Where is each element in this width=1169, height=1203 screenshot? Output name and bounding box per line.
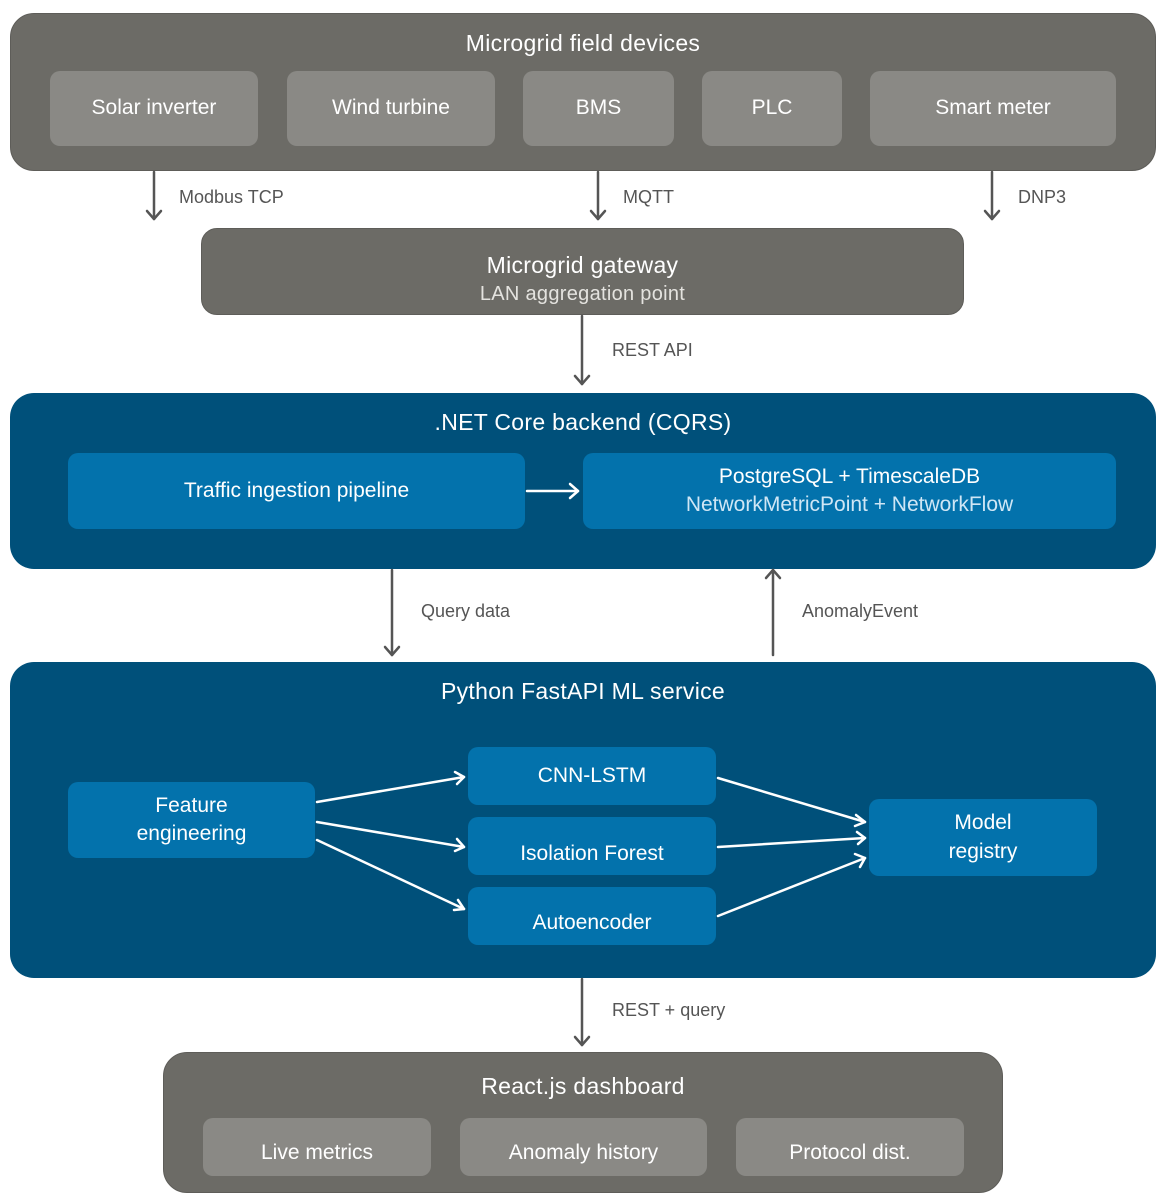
edge-label-query-data: Query data [421,601,511,621]
dashboard-live-metrics: Live metrics [203,1118,431,1176]
arrow-modbus [145,170,163,221]
edge-label-modbus: Modbus TCP [179,187,284,207]
feature-engineering-label: Feature engineering [136,793,247,845]
edge-label-anomaly-event: AnomalyEvent [802,601,919,621]
edge-label-mqtt: MQTT [623,187,674,207]
model-autoencoder: Autoencoder [468,887,716,945]
model-isolation-forest: Isolation Forest [468,817,716,875]
edge-label-rest-query: REST + query [612,1000,726,1020]
gateway-subtitle: LAN aggregation point [479,283,686,305]
arrow-rest-query [573,977,591,1047]
edge-label-rest-api: REST API [612,340,693,360]
dashboard-anomaly-history: Anomaly history [460,1118,707,1176]
model-registry-label: Model registry [948,811,1018,863]
ml-service-panel: Python FastAPI ML service Feature engine… [10,662,1156,978]
arrow-query-data [383,568,401,657]
database-box: PostgreSQL + TimescaleDB NetworkMetricPo… [583,453,1116,529]
arrow-anomaly-event [764,568,782,657]
model-cnn-lstm: CNN-LSTM [468,747,716,805]
device-plc: PLC [702,71,842,146]
device-bms: BMS [523,71,674,146]
field-devices-title: Microgrid field devices [465,30,701,56]
device-solar-inverter: Solar inverter [50,71,258,146]
database-title: PostgreSQL + TimescaleDB [718,464,981,488]
backend-title: .NET Core backend (CQRS) [434,409,732,435]
edge-label-dnp3: DNP3 [1018,187,1067,207]
model-registry-box: Model registry [869,799,1097,876]
device-smart-meter: Smart meter [870,71,1116,146]
arrow-dnp3 [983,170,1001,221]
feature-engineering-box: Feature engineering [68,782,315,858]
ml-service-title: Python FastAPI ML service [440,678,726,704]
ingestion-pipeline-box: Traffic ingestion pipeline [68,453,525,529]
dashboard-protocol-dist: Protocol dist. [736,1118,964,1176]
arrow-rest-api [573,314,591,386]
gateway-title: Microgrid gateway [486,252,679,278]
dashboard-panel: React.js dashboard Live metrics Anomaly … [163,1052,1003,1193]
device-wind-turbine: Wind turbine [287,71,495,146]
gateway-panel: Microgrid gateway LAN aggregation point [201,228,964,315]
field-devices-panel: Microgrid field devices Solar inverter W… [10,13,1156,171]
dashboard-title: React.js dashboard [481,1073,685,1099]
arrow-mqtt [589,170,607,221]
database-subtitle: NetworkMetricPoint + NetworkFlow [685,493,1014,516]
backend-panel: .NET Core backend (CQRS) Traffic ingesti… [10,393,1156,569]
